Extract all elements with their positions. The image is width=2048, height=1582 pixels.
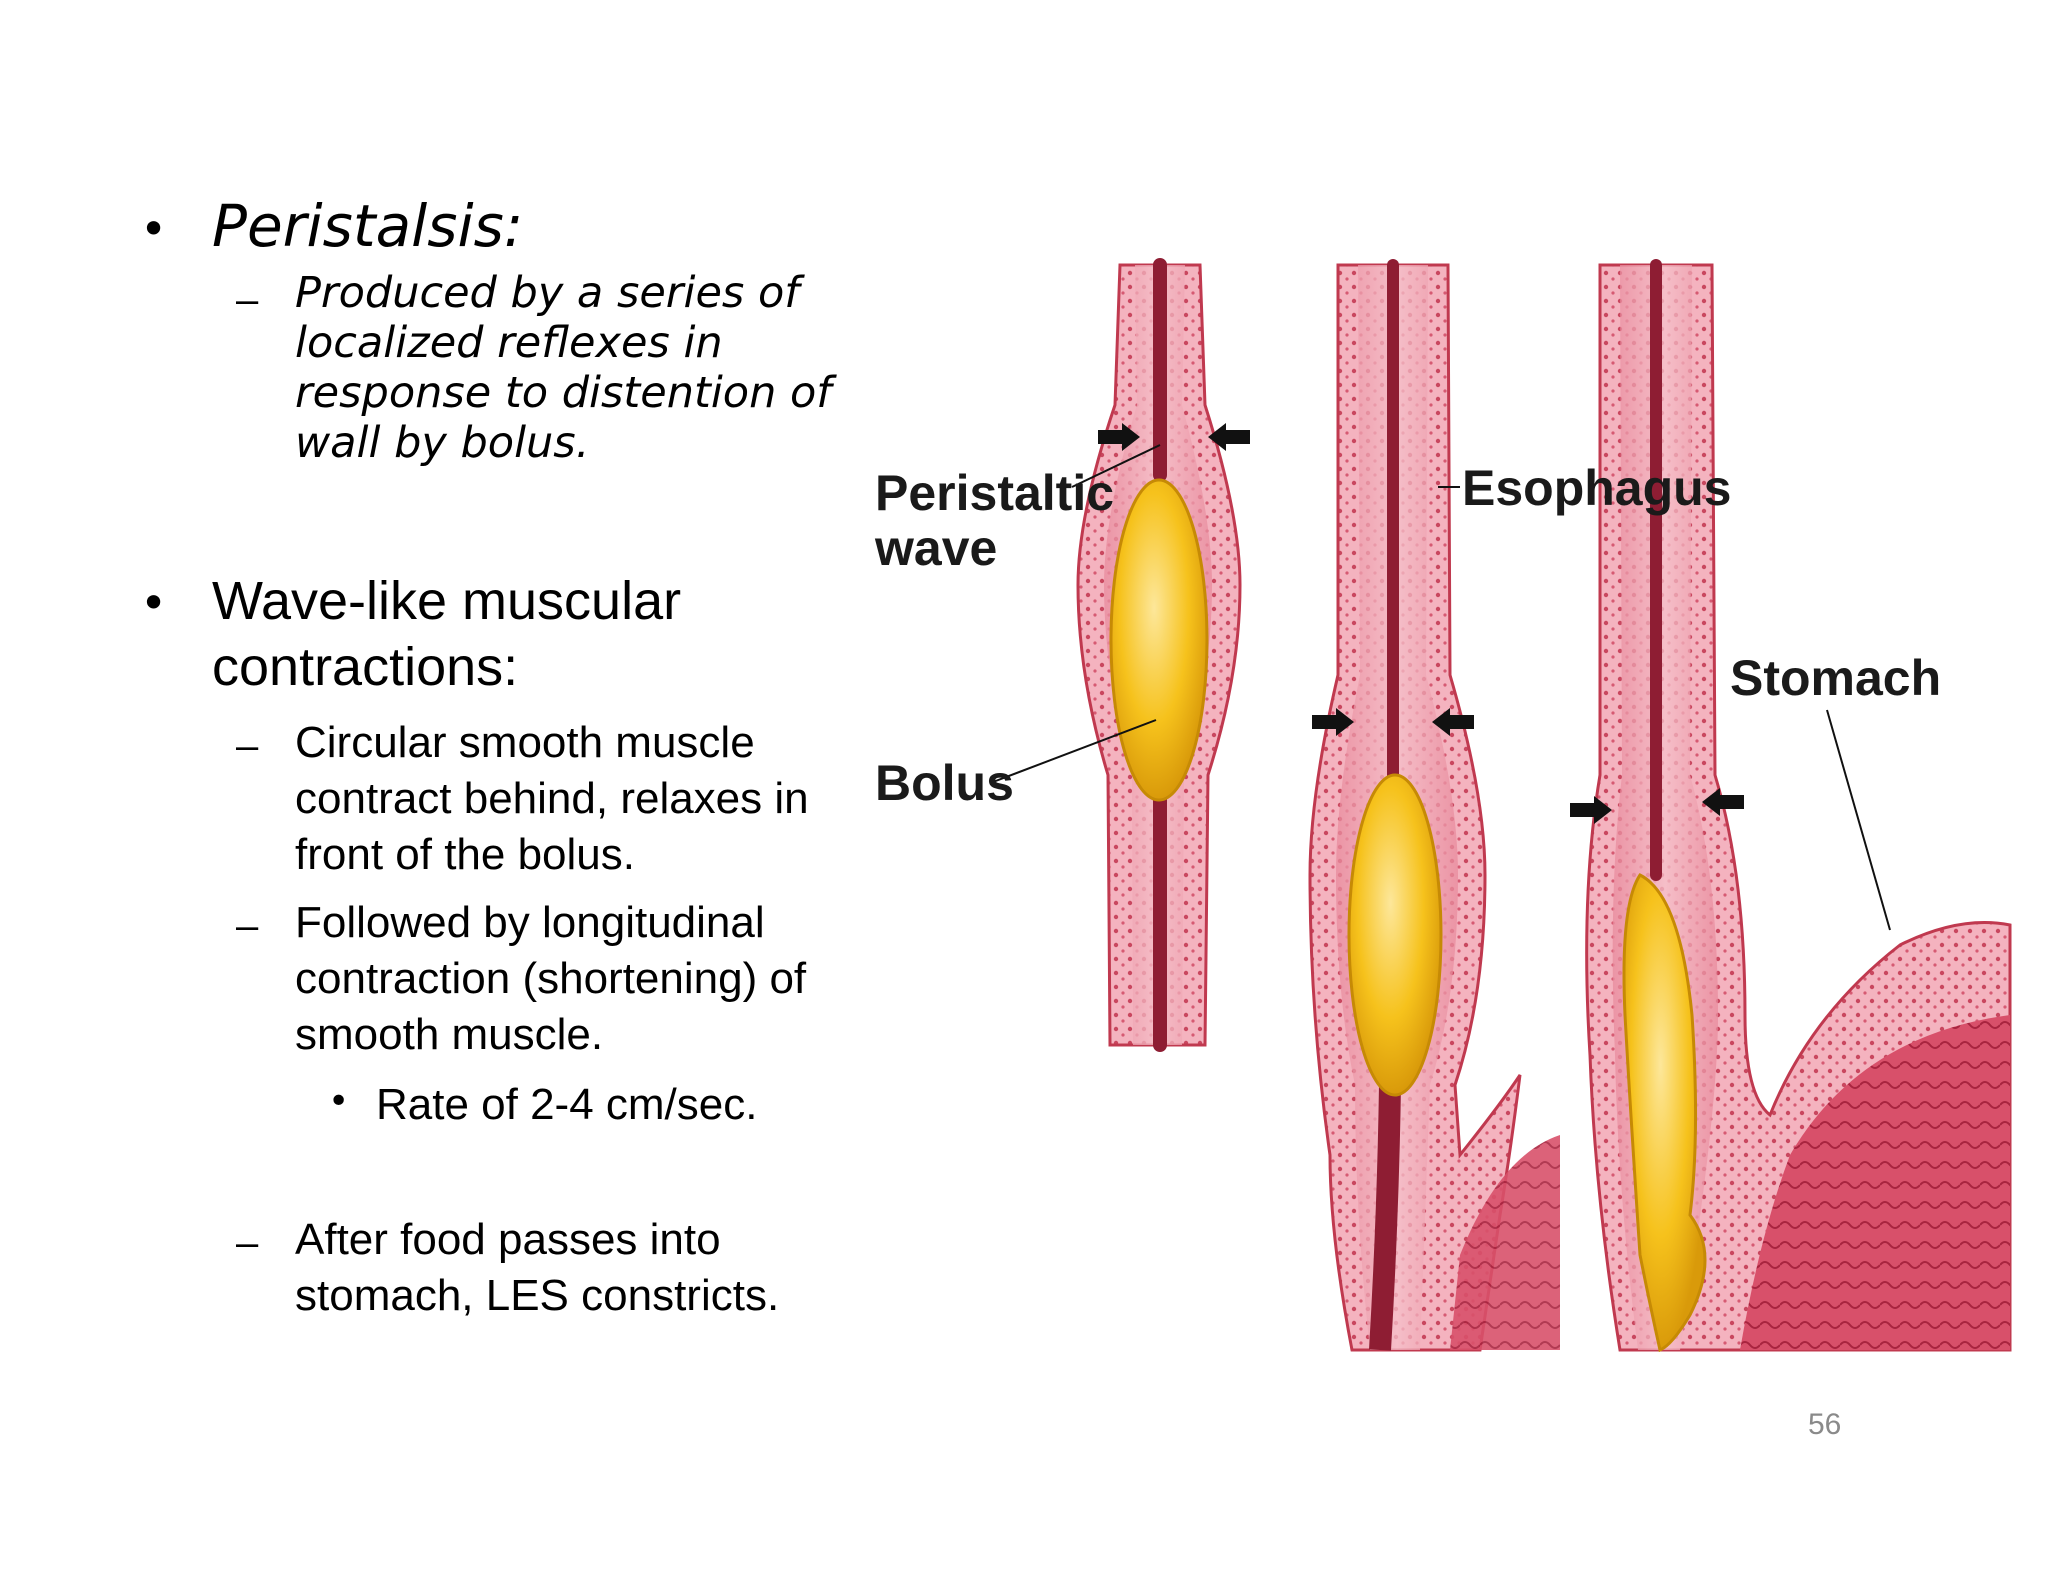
- dash-marker: –: [236, 1221, 259, 1265]
- dash-marker: –: [236, 278, 259, 322]
- label-esophagus: Esophagus: [1462, 460, 1731, 516]
- leader-line: [992, 719, 1157, 783]
- arrow-icon: [1098, 423, 1140, 451]
- leader-line: [1071, 444, 1161, 488]
- peristalsis-heading: Peristalsis:: [212, 192, 524, 260]
- wave-contractions-heading: Wave-like muscular contractions:: [212, 571, 682, 697]
- peristalsis-illustration: Peristaltic wave Esophagus Bolus Stomach: [874, 258, 2012, 1353]
- circular-muscle-text: Circular smooth muscle contract behind, …: [295, 718, 809, 879]
- dash-marker: –: [236, 724, 259, 768]
- page-number: 56: [1808, 1408, 1842, 1441]
- arrow-icon: [1432, 708, 1474, 736]
- arrow-icon: [1702, 788, 1744, 816]
- dash-marker: –: [236, 904, 259, 948]
- label-bolus: Bolus: [875, 755, 1014, 811]
- les-constricts-text: After food passes into stomach, LES cons…: [295, 1215, 780, 1320]
- arrow-icon: [1312, 708, 1354, 736]
- esophagus-stage-2: [1308, 259, 1560, 1352]
- arrow-icon: [1208, 423, 1250, 451]
- bullet-marker: •: [140, 576, 168, 630]
- longitudinal-contraction-text: Followed by longitudinal contraction (sh…: [295, 898, 807, 1059]
- rate-text: Rate of 2-4 cm/sec.: [376, 1080, 758, 1129]
- bullet-marker: •: [328, 1081, 350, 1122]
- label-peristaltic-wave-line2: wave: [874, 520, 997, 576]
- label-stomach: Stomach: [1730, 650, 1941, 706]
- bullet-marker: •: [140, 202, 168, 256]
- peristalsis-description: Produced by a series of localized reflex…: [295, 268, 832, 468]
- arrow-icon: [1570, 796, 1612, 824]
- leader-line: [1826, 709, 1891, 931]
- label-peristaltic-wave-line1: Peristaltic: [875, 465, 1114, 521]
- esophagus-stage-1: [1076, 258, 1242, 1052]
- esophagus-stage-3: [1585, 259, 2012, 1353]
